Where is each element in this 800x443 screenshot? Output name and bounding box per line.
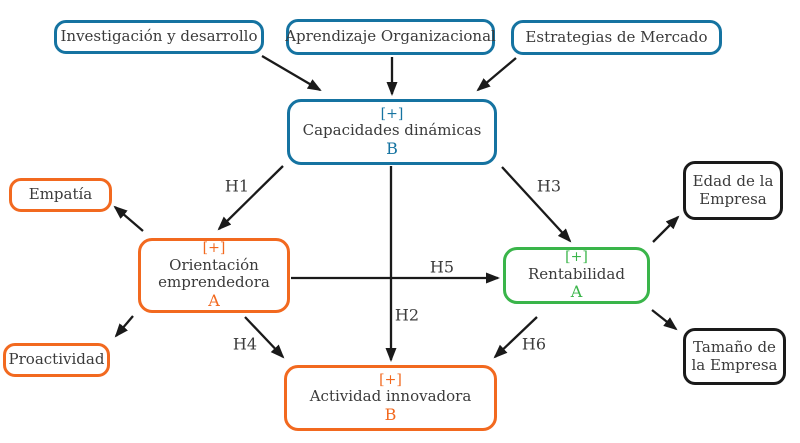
node-label: Proactividad <box>8 350 105 369</box>
plus-sign-badge: [+] <box>379 371 402 388</box>
arrow-orientacion-to-empatia <box>113 205 144 232</box>
arrow-orientacion-to-proactividad <box>114 315 134 338</box>
node-investigacion-y-desarrollo: Investigación y desarrollo <box>54 20 264 54</box>
plus-sign-badge: [+] <box>380 105 404 122</box>
node-label: Tamaño de la Empresa <box>691 337 778 374</box>
group-letter: B <box>386 138 398 158</box>
hypothesis-label-h3: H3 <box>536 176 562 196</box>
node-label: Rentabilidad <box>528 264 625 283</box>
arrow-h1-capacidades-to-orientacion <box>217 165 284 231</box>
node-aprendizaje-organizacional: Aprendizaje Organizacional <box>285 19 496 55</box>
node-label: Aprendizaje Organizacional <box>285 27 496 46</box>
arrow-h4-orientacion-to-actividad <box>244 316 285 359</box>
hypothesis-label-h5: H5 <box>429 257 455 277</box>
group-letter: A <box>570 282 583 302</box>
node-edad-de-la-empresa: Edad de la Empresa <box>683 161 783 220</box>
arrow-h3-capacidades-to-rentabilidad <box>501 166 572 243</box>
node-label: Edad de la Empresa <box>692 171 774 208</box>
plus-sign-badge: [+] <box>202 240 226 257</box>
arrow-h6-rentabilidad-to-actividad <box>493 316 538 359</box>
node-proactividad: Proactividad <box>3 343 110 377</box>
node-tamano-de-la-empresa: Tamaño de la Empresa <box>683 328 786 385</box>
node-label: Actividad innovadora <box>309 387 472 406</box>
node-rentabilidad: [+] Rentabilidad A <box>503 247 650 304</box>
node-empatia: Empatía <box>9 178 112 212</box>
node-label: Estrategias de Mercado <box>525 27 708 46</box>
node-orientacion-emprendedora: [+] Orientación emprendedora A <box>138 238 290 313</box>
node-label: Investigación y desarrollo <box>60 27 258 46</box>
plus-sign-badge: [+] <box>565 249 588 266</box>
node-label: Orientación emprendedora <box>158 255 270 292</box>
node-label: Capacidades dinámicas <box>302 121 482 140</box>
hypothesis-label-h4: H4 <box>232 334 258 354</box>
arrow-estrategias-to-capacidades <box>476 57 517 92</box>
hypothesis-label-h6: H6 <box>521 334 547 354</box>
hypothesis-label-h1: H1 <box>224 176 250 196</box>
group-letter: A <box>208 291 220 311</box>
node-capacidades-dinamicas: [+] Capacidades dinámicas B <box>287 99 497 165</box>
node-label: Empatía <box>28 185 93 204</box>
hypothesis-label-h2: H2 <box>394 305 420 325</box>
node-estrategias-de-mercado: Estrategias de Mercado <box>511 20 722 55</box>
node-actividad-innovadora: [+] Actividad innovadora B <box>284 365 497 431</box>
arrow-rentabilidad-to-tamano <box>651 309 678 331</box>
group-letter: B <box>384 404 397 424</box>
arrow-investigacion-to-capacidades <box>261 55 322 92</box>
arrow-rentabilidad-to-edad <box>652 215 680 243</box>
